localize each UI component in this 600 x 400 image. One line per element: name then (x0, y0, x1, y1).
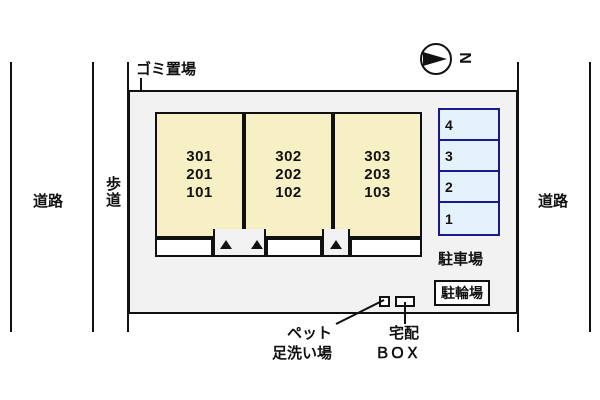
garbage-area-label: ゴミ置場 (136, 61, 197, 78)
parking-space-1[interactable]: 1 (440, 203, 498, 234)
compass-north-letter: N (455, 52, 473, 64)
room-number: 203 (364, 166, 391, 184)
unit-column-1-rooms: 301 201 101 (186, 148, 213, 201)
parking-space-3[interactable]: 3 (440, 141, 498, 172)
unit-column-1[interactable]: 301 201 101 (155, 112, 244, 238)
compass-rose: N (420, 43, 490, 79)
room-number: 301 (186, 148, 213, 166)
delivery-box-label-line1: 宅配 (389, 325, 420, 342)
pet-wash-leader-line (335, 299, 385, 325)
room-number: 302 (275, 148, 302, 166)
left-road-outer-boundary (10, 62, 12, 332)
pet-wash-label-line2: 足洗い場 (272, 345, 333, 362)
parking-space-2[interactable]: 2 (440, 172, 498, 203)
room-number: 303 (364, 148, 391, 166)
bicycle-parking-label[interactable]: 駐輪場 (434, 280, 490, 306)
right-road-outer-boundary (589, 62, 591, 332)
entrance-marker-icon (220, 240, 232, 249)
unit-column-2[interactable]: 302 202 102 (244, 112, 333, 238)
compass-needle-icon (423, 52, 447, 66)
unit-column-3-rooms: 303 203 103 (364, 148, 391, 201)
delivery-box-leader-line (404, 302, 406, 324)
unit-column-3[interactable]: 303 203 103 (333, 112, 422, 238)
room-number: 103 (364, 183, 391, 201)
right-road-inner-boundary (517, 62, 519, 332)
parking-space-number: 1 (445, 210, 453, 227)
corridor-strip-middle (266, 238, 322, 257)
corridor-strip-left (155, 238, 213, 257)
entrance-marker-icon (330, 240, 342, 249)
unit-column-2-rooms: 302 202 102 (275, 148, 302, 201)
right-road-label: 道路 (538, 193, 569, 210)
left-road-inner-boundary (92, 62, 94, 332)
parking-lot-label: 駐車場 (438, 251, 484, 268)
room-number: 202 (275, 166, 302, 184)
corridor-strip-right (350, 238, 422, 257)
room-number: 201 (186, 166, 213, 184)
parking-space-number: 2 (445, 178, 453, 195)
entrance-marker-icon (251, 240, 263, 249)
delivery-box-label-line2: ＢＯＸ (375, 345, 421, 362)
parking-space-4[interactable]: 4 (440, 110, 498, 141)
parking-space-number: 4 (445, 116, 453, 133)
parking-space-number: 3 (445, 147, 453, 164)
pet-wash-label-line1: ペット (287, 325, 333, 342)
left-road-label: 道路 (33, 193, 64, 210)
sidewalk-label: 歩道 (104, 176, 121, 208)
room-number: 101 (186, 183, 213, 201)
room-number: 102 (275, 183, 302, 201)
parking-spaces-group[interactable]: 4 3 2 1 (438, 108, 500, 236)
